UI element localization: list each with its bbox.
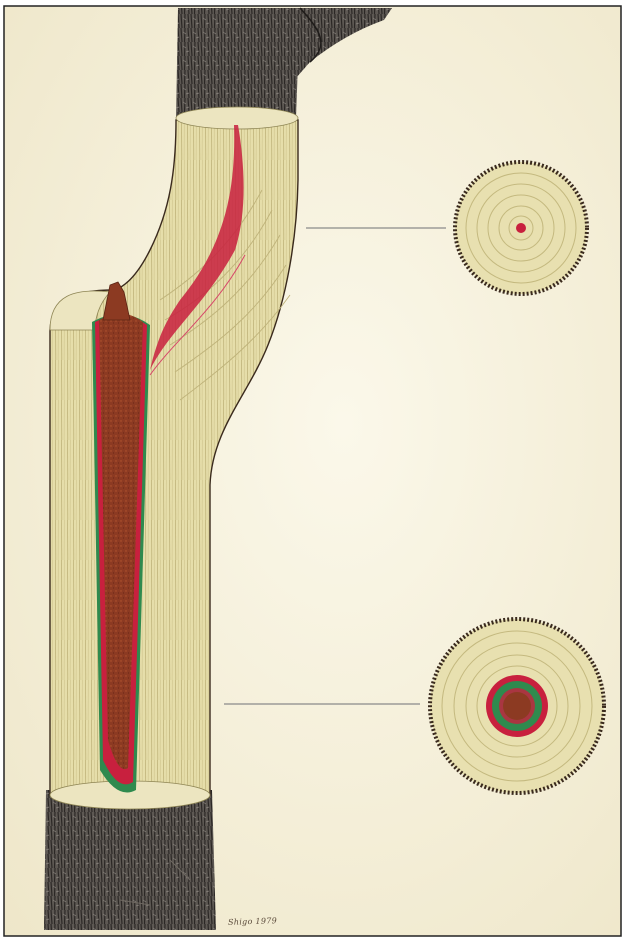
upper-cross-section-disk [455, 162, 587, 294]
lower-cross-section-disk [430, 619, 604, 793]
artist-signature: Shigo 1979 [228, 916, 277, 927]
lower-bark [44, 790, 216, 930]
